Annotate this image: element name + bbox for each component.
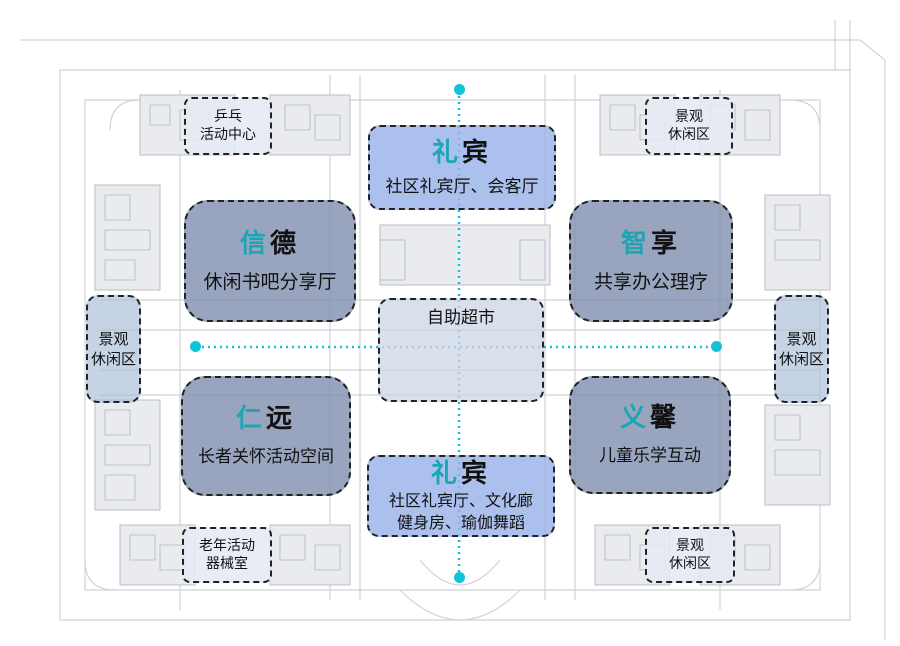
zone-title: 信德: [240, 228, 300, 260]
label-line2: 休闲区: [778, 350, 824, 368]
label-line1: 乒乓: [214, 109, 242, 125]
label-line2: 器械室: [206, 556, 248, 572]
label-line1: 景观: [675, 109, 703, 125]
title-char: 馨: [650, 403, 681, 433]
zone-desc: 社区礼宾厅、会客厅: [385, 176, 539, 197]
zone-zhixiang: 智享 共享办公理疗: [569, 200, 733, 322]
zone-desc: 共享办公理疗: [593, 271, 708, 293]
zone-elderly-equipment: 老年活动 器械室: [182, 527, 272, 583]
zone-title: 义馨: [620, 402, 680, 434]
zone-title: 智享: [621, 228, 681, 260]
zone-renyuan: 仁远 长者关怀活动空间: [181, 376, 351, 496]
title-char: 享: [651, 229, 682, 259]
label-line1: 景观: [98, 330, 129, 348]
zone-desc: 长者关怀活动空间: [198, 447, 334, 467]
zone-reception-bottom: 礼宾 社区礼宾厅、文化廊 健身房、瑜伽舞蹈: [367, 455, 555, 537]
zone-desc: 休闲书吧分享厅: [203, 271, 337, 293]
label-line2: 休闲区: [668, 127, 710, 143]
zone-landscape-left: 景观 休闲区: [86, 295, 141, 403]
zone-xinde: 信德 休闲书吧分享厅: [184, 200, 356, 322]
zone-landscape-bottom-right: 景观 休闲区: [645, 527, 735, 583]
title-char: 宾: [462, 137, 493, 168]
zone-landscape-right: 景观 休闲区: [774, 295, 829, 403]
accent-char: 礼: [431, 137, 462, 168]
title-char: 德: [270, 229, 301, 259]
zone-reception-top: 礼宾 社区礼宾厅、会客厅: [368, 125, 556, 210]
accent-char: 信: [239, 229, 270, 259]
label-line2: 活动中心: [200, 127, 256, 143]
label-line1: 景观: [676, 538, 704, 554]
zone-desc-line2: 健身房、瑜伽舞蹈: [396, 513, 525, 532]
title-char: 远: [266, 404, 297, 434]
zone-desc: 儿童乐学互动: [599, 446, 701, 466]
label-line1: 景观: [786, 330, 817, 348]
title-char: 宾: [461, 459, 492, 489]
zone-title: 仁远: [236, 403, 296, 435]
axis-dot-bottom: [454, 572, 465, 583]
zone-desc-line1: 社区礼宾厅、文化廊: [388, 491, 533, 510]
zone-title: 礼宾: [432, 137, 492, 169]
accent-char: 仁: [235, 404, 266, 434]
zone-supermarket: 自助超市: [378, 298, 544, 402]
axis-dot-right: [711, 341, 722, 352]
accent-char: 智: [620, 229, 651, 259]
label-line2: 休闲区: [669, 556, 711, 572]
label-line2: 休闲区: [90, 350, 136, 368]
zone-desc: 自助超市: [427, 308, 495, 328]
axis-dot-left: [190, 341, 201, 352]
accent-char: 义: [619, 403, 650, 433]
axis-dot-top: [454, 84, 465, 95]
zone-yixin: 义馨 儿童乐学互动: [569, 376, 731, 494]
zone-title: 礼宾: [431, 458, 491, 490]
zone-pingpong: 乒乓 活动中心: [184, 97, 272, 155]
zone-landscape-top-right: 景观 休闲区: [645, 97, 733, 155]
label-line1: 老年活动: [199, 538, 255, 554]
accent-char: 礼: [430, 459, 461, 489]
